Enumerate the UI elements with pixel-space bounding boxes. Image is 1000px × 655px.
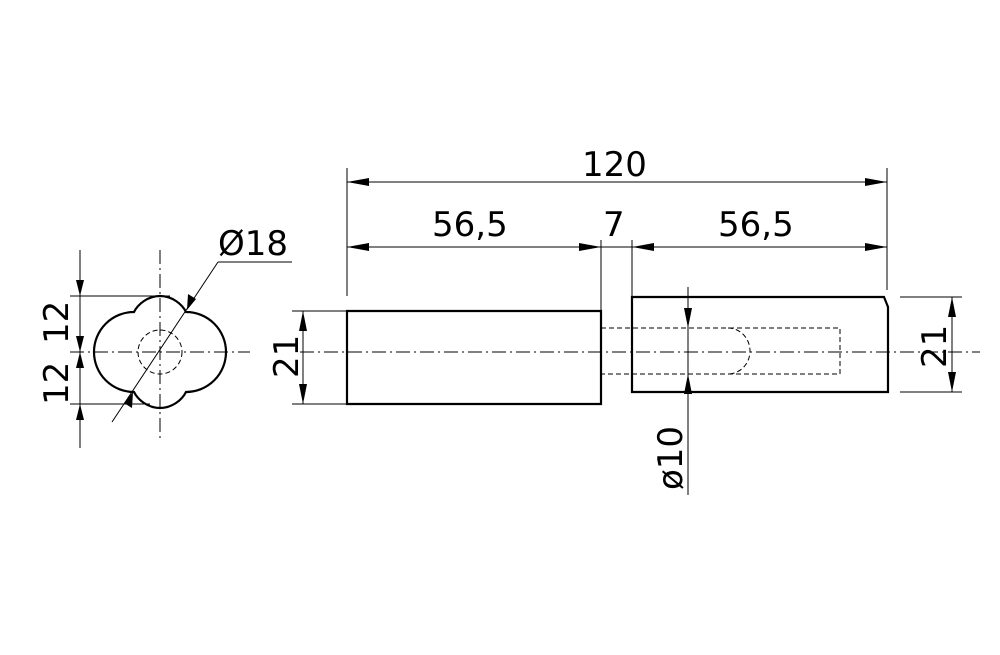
- arrow-12-upper-top: [76, 280, 84, 296]
- lower-offset-label: 12: [37, 362, 77, 405]
- arrow-12-lower-top: [76, 352, 84, 368]
- arrow-right-section-right: [865, 243, 887, 251]
- arrow-left-section-left: [347, 243, 369, 251]
- diameter-end-view-label: Ø18: [218, 224, 288, 264]
- diameter-arrow-lower: [124, 392, 133, 408]
- arrow-12-upper-bottom: [76, 336, 84, 352]
- side-view: 120 56,5 7 56,5 21 21 ø10: [267, 145, 980, 495]
- gap-length-label: 7: [603, 205, 625, 245]
- diameter-leader-line: [111, 261, 219, 423]
- end-view: Ø18 12 12: [37, 224, 292, 448]
- arrow-right-height-bottom: [948, 372, 956, 392]
- left-height-label: 21: [267, 335, 307, 378]
- arrow-bore-top: [684, 308, 692, 328]
- overall-length-label: 120: [582, 145, 647, 185]
- arrow-12-lower-bottom: [76, 404, 84, 420]
- bore-hidden-end-arc: [727, 327, 751, 375]
- right-sleeve-body: [630, 295, 890, 394]
- diameter-arrow-upper: [187, 294, 196, 310]
- arrow-right-height-top: [948, 297, 956, 317]
- arrow-overall-left: [347, 178, 369, 186]
- upper-offset-label: 12: [37, 301, 77, 344]
- arrow-left-height-bottom: [299, 384, 307, 404]
- arrow-left-height-top: [299, 311, 307, 331]
- right-length-label: 56,5: [718, 205, 794, 245]
- left-pin-body: [345, 309, 603, 406]
- left-length-label: 56,5: [432, 205, 508, 245]
- bore-hidden-lines: [601, 327, 841, 375]
- arrow-overall-right: [865, 178, 887, 186]
- arrow-bore-bottom: [684, 374, 692, 394]
- arrow-gap-right: [632, 243, 654, 251]
- arrow-left-section-right: [579, 243, 601, 251]
- right-height-label: 21: [915, 325, 955, 368]
- bore-diameter-label: ø10: [651, 426, 691, 490]
